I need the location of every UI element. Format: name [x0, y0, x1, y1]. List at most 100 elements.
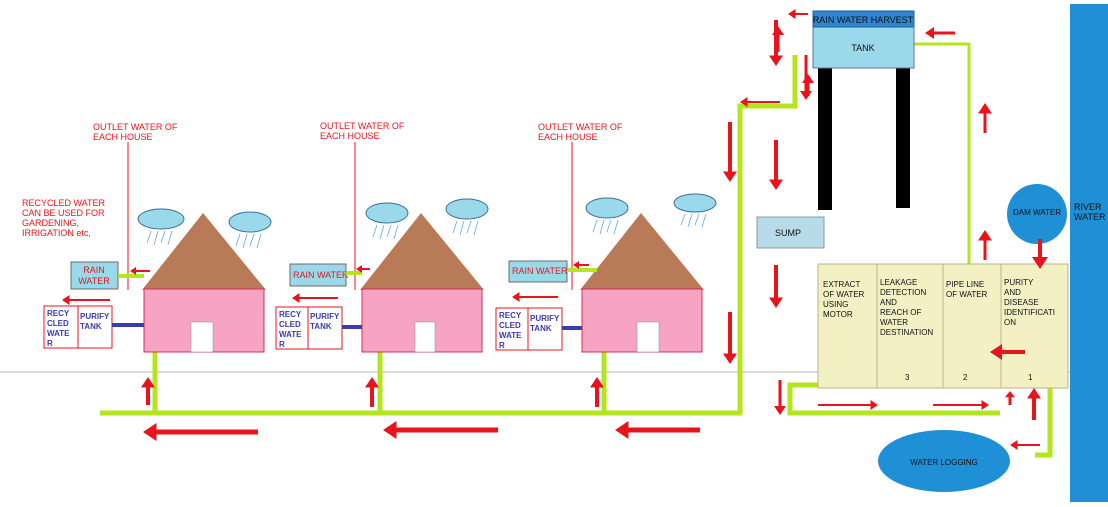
flow-arrow-icon [141, 377, 155, 405]
dam-water: DAM WATER [1007, 184, 1067, 244]
flow-arrow-icon [590, 377, 604, 407]
cloud-icon [585, 197, 629, 235]
house-roof [142, 213, 266, 290]
svg-text:RAIN WATER: RAIN WATER [293, 270, 349, 280]
river-water-label: RIVER WATER [1074, 202, 1106, 222]
flow-arrow-icon [356, 265, 370, 273]
pipe-extract [787, 382, 1000, 416]
section-leakage: LEAKAGE DETECTION AND REACH OF WATER DES… [880, 278, 933, 337]
pipe-main [100, 55, 798, 416]
house-door [636, 321, 660, 353]
drain-pipe [112, 323, 144, 327]
flow-arrow-icon [615, 421, 700, 439]
flow-arrow-icon [990, 344, 1025, 360]
flow-arrow-icon [925, 27, 955, 39]
rain-pipe [346, 271, 362, 275]
house-door [190, 321, 214, 353]
pipe-tank-side [914, 42, 971, 264]
outlet-label-3: OUTLET WATER OF EACH HOUSE [538, 122, 625, 142]
flow-arrow-icon [1005, 391, 1015, 405]
flow-arrow-icon [933, 400, 989, 410]
flow-arrow-icon [143, 423, 258, 441]
recycled-note: RECYCLED WATER CAN BE USED FOR GARDENING… [22, 198, 108, 238]
svg-text:SUMP: SUMP [775, 228, 801, 238]
flow-arrow-icon [292, 293, 338, 303]
tank-label: TANK [851, 43, 874, 53]
cloud-icon [228, 211, 272, 249]
flow-arrow-icon [774, 380, 786, 415]
flow-arrow-icon [723, 312, 737, 364]
flow-arrow-icon [740, 97, 780, 107]
house-roof [580, 213, 704, 290]
treatment-panel: EXTRACT OF WATER USING MOTOR LEAKAGE DET… [817, 263, 1069, 389]
flow-arrow-icon [1027, 388, 1041, 420]
rain-water-harvest-bar [812, 10, 915, 28]
cloud-icon [365, 202, 409, 240]
house-3 [580, 213, 704, 353]
flow-arrow-icon [723, 122, 737, 182]
svg-text:WATER LOGGING: WATER LOGGING [910, 458, 978, 467]
flow-arrow-icon [130, 267, 150, 275]
svg-text:DAM WATER: DAM WATER [1013, 208, 1061, 217]
drain-pipe [562, 326, 582, 330]
flow-arrow-icon [978, 230, 992, 260]
rain-pipe [567, 268, 597, 272]
tank-leg [896, 68, 910, 208]
flow-arrow-icon [573, 261, 589, 269]
tank-leg [818, 68, 832, 210]
flow-arrow-icon [1032, 239, 1048, 269]
flow-arrow-icon [769, 20, 783, 66]
house-roof [360, 213, 484, 290]
flow-arrow-icon [769, 140, 783, 190]
section-number-3: 3 [905, 373, 910, 382]
rain-water-box-2: RAIN WATER [289, 263, 349, 287]
sump: SUMP [756, 216, 825, 249]
flow-arrow-icon [802, 74, 814, 96]
cloud-icon [445, 198, 489, 236]
cloud-icon [137, 208, 185, 246]
flow-arrow-icon [383, 421, 498, 439]
section-extract: EXTRACT OF WATER USING MOTOR [823, 280, 867, 319]
water-logging: WATER LOGGING [878, 430, 1010, 492]
flow-arrow-icon [512, 292, 558, 302]
section-pipeline: PIPE LINE OF WATER [946, 280, 988, 299]
house-2 [360, 213, 484, 353]
rain-water-box-3: RAIN WATER [508, 260, 568, 283]
river-band [1070, 4, 1108, 502]
flow-arrow-icon [62, 295, 110, 305]
clouds [137, 193, 717, 249]
house-door [414, 321, 436, 353]
section-number-1: 1 [1028, 373, 1033, 382]
flow-arrow-icon [769, 265, 783, 308]
flow-arrow-icon [978, 103, 992, 133]
cloud-icon [673, 193, 717, 228]
section-number-2: 2 [963, 373, 968, 382]
rain-water-harvest-label: RAIN WATER HARVEST [813, 15, 914, 25]
outlet-label-1: OUTLET WATER OF EACH HOUSE [93, 122, 180, 142]
flow-arrow-icon [772, 26, 784, 52]
flow-arrow-icon [788, 9, 808, 19]
rain-pipe [118, 274, 144, 278]
tank-body [812, 26, 915, 69]
drain-pipe [342, 325, 362, 329]
flow-arrow-icon [818, 400, 878, 410]
outlet-labels: OUTLET WATER OF EACH HOUSE OUTLET WATER … [93, 121, 625, 290]
rain-water-tank: TANK RAIN WATER HARVEST [812, 10, 915, 210]
flow-arrow-icon [1010, 440, 1040, 450]
flow-arrow-icon [365, 377, 379, 407]
svg-text:RAIN WATER: RAIN WATER [512, 266, 568, 276]
arrow-group [62, 9, 1048, 450]
section-purity: PURITY AND DISEASE IDENTIFICATI ON [1004, 278, 1057, 327]
